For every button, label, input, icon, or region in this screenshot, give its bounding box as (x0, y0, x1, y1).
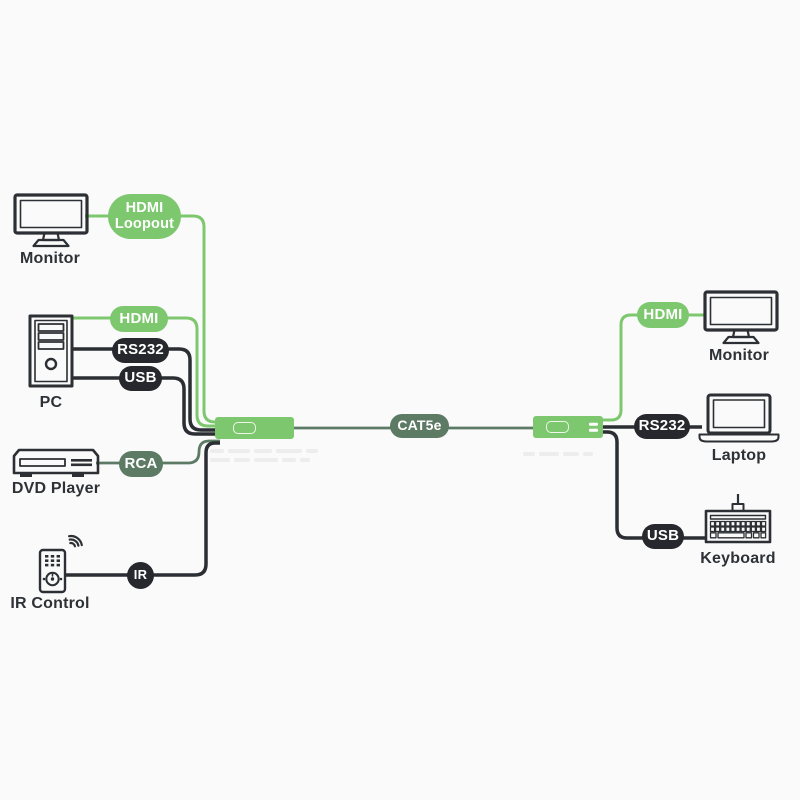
hdmi-loopout-line2: Loopout (114, 215, 175, 232)
rs232-source-pill: RS232 (112, 338, 169, 363)
laptop-label: Laptop (711, 447, 767, 464)
ir-pill: IR (127, 562, 154, 589)
dvd-player-icon (12, 448, 100, 477)
wire-hdmi-display (602, 313, 704, 422)
hdmi-source-pill: HDMI (110, 306, 168, 332)
transmitter-port (233, 422, 256, 434)
pc-label: PC (39, 394, 63, 411)
wire-hdmi-loopout (85, 214, 217, 424)
hdmi-loopout-pill: HDMI Loopout (108, 194, 181, 239)
wire-usb-source (72, 376, 216, 436)
rs232-display-pill: RS232 (634, 414, 690, 439)
wire-usb-display (602, 430, 707, 540)
faint-watermark-text (210, 458, 310, 462)
dvd-player-label: DVD Player (11, 480, 101, 497)
faint-watermark-text (523, 452, 593, 456)
cat5e-pill: CAT5e (390, 414, 449, 438)
faint-watermark-text (210, 449, 318, 453)
usb-display-pill: USB (642, 524, 684, 549)
hdmi-display-pill: HDMI (637, 302, 689, 328)
ir-control-label: IR Control (10, 595, 90, 612)
pc-tower-icon (28, 314, 74, 388)
keyboard-icon (704, 494, 772, 544)
receiver-port (546, 421, 569, 433)
usb-source-pill: USB (119, 366, 162, 391)
monitor-left-label: Monitor (19, 250, 81, 267)
laptop-icon (698, 393, 780, 443)
hdmi-loopout-line1: HDMI (125, 199, 164, 216)
wire-rs232-source (72, 347, 216, 432)
monitor-icon (13, 193, 89, 248)
monitor-icon (703, 290, 779, 345)
receiver-box (533, 416, 603, 438)
equals-icon (589, 422, 598, 432)
keyboard-label: Keyboard (700, 550, 776, 567)
monitor-right-label: Monitor (708, 347, 770, 364)
wire-hdmi-source (72, 316, 216, 428)
wire-rca (96, 439, 220, 465)
transmitter-box (215, 417, 294, 439)
ir-remote-icon (38, 534, 83, 594)
rca-pill: RCA (119, 451, 163, 477)
wire-ir (66, 441, 220, 577)
